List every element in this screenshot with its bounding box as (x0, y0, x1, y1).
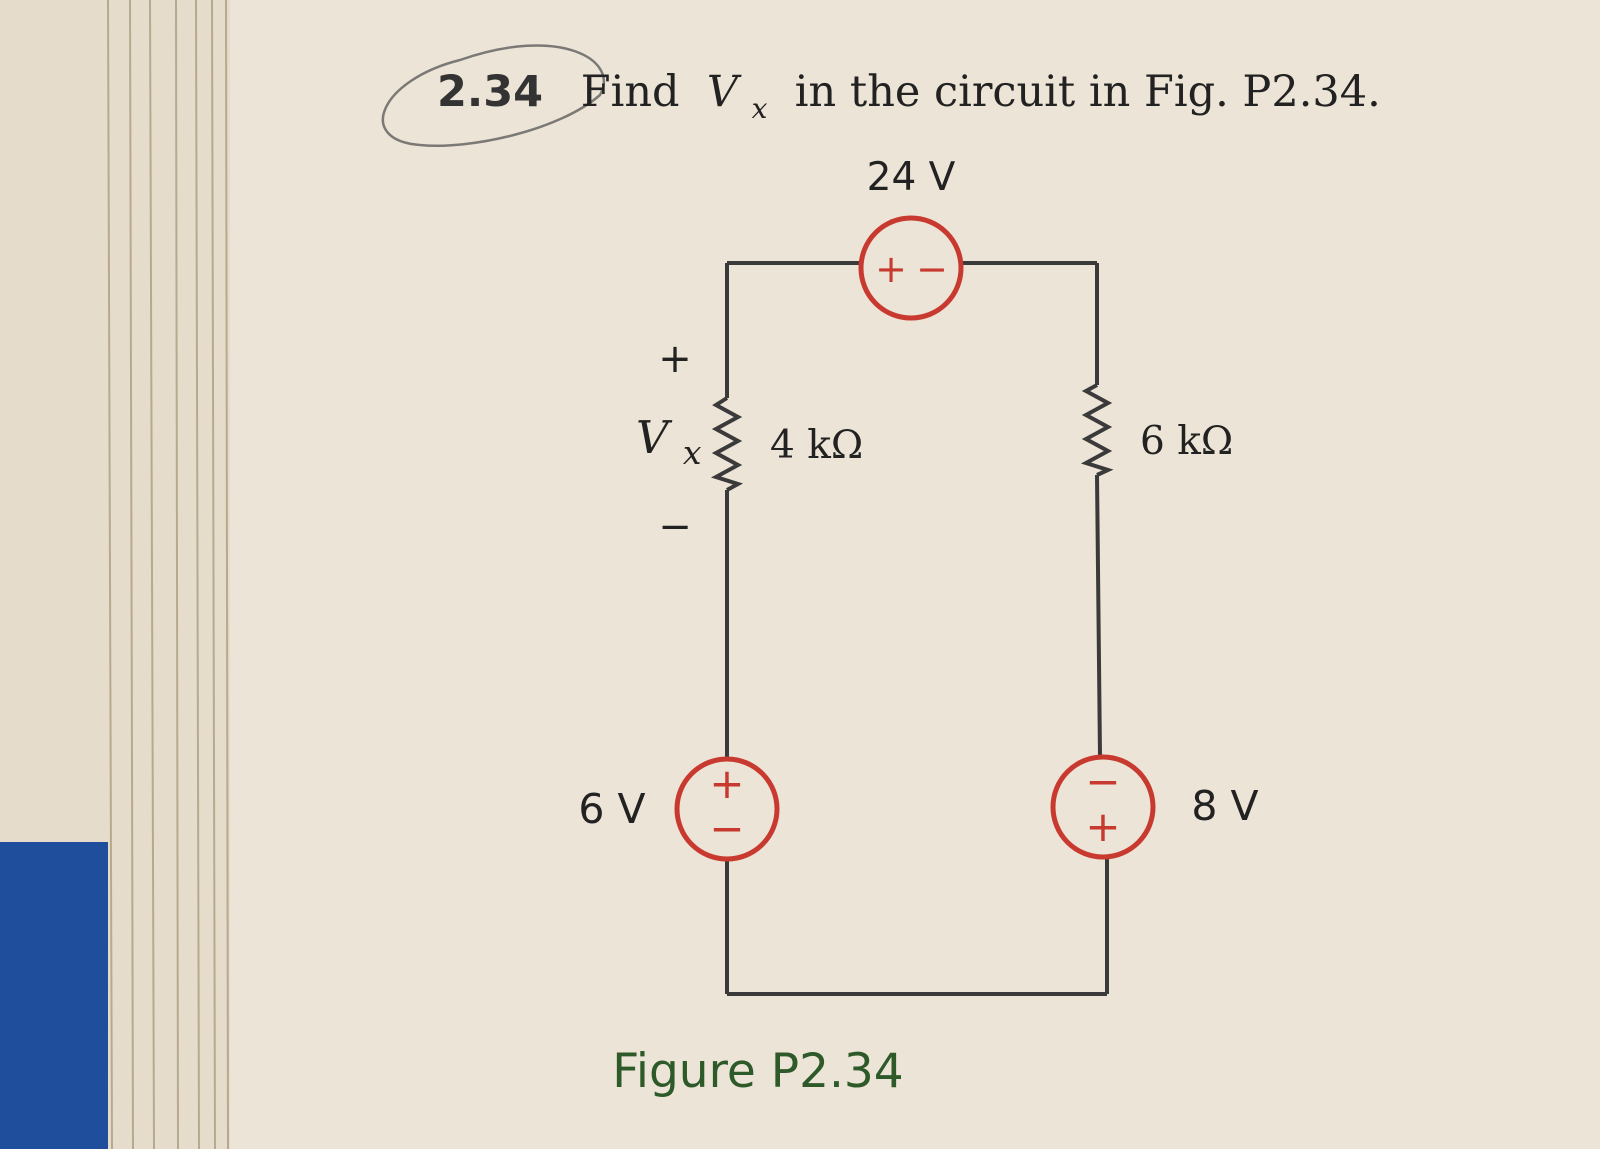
problem-variable: V (707, 67, 742, 117)
source-8v-circle (1050, 754, 1156, 860)
problem-text-end: in the circuit in Fig. P2.34. (781, 67, 1381, 117)
wire-right-middle (1095, 474, 1102, 758)
vx-label: V x (636, 411, 702, 472)
problem-variable-subscript: x (752, 92, 768, 125)
source-8v-minus: − (1085, 757, 1120, 806)
source-6v-minus: − (709, 804, 744, 853)
source-6v-circle (674, 756, 780, 862)
source-24v: + − (858, 215, 964, 321)
left-resistor-4k (710, 396, 744, 492)
blue-cover-edge (0, 842, 108, 1149)
right-resistor-label: 6 kΩ (1140, 419, 1233, 464)
figure-caption: Figure P2.34 (612, 1044, 903, 1099)
vx-label-subscript: x (683, 433, 702, 472)
vx-plus-sign: + (658, 336, 692, 382)
source-24v-label: 24 V (867, 155, 956, 200)
source-24v-plus: + (875, 247, 907, 291)
problem-number: 2.34 (437, 67, 543, 117)
vx-label-main: V (636, 411, 673, 464)
page-edges (107, 0, 229, 1149)
problem-statement: 2.34 Find V x in the circuit in Fig. P2.… (437, 67, 1381, 129)
source-8v: − + (1050, 754, 1156, 860)
pencil-circle-annotation (381, 44, 606, 147)
left-resistor-label: 4 kΩ (770, 423, 863, 468)
source-8v-label: 8 V (1191, 782, 1258, 830)
source-24v-circle (858, 215, 964, 321)
source-6v-plus: + (709, 759, 744, 808)
right-resistor-6k (1080, 383, 1114, 477)
source-24v-minus: − (916, 247, 948, 291)
problem-text-start: Find (581, 67, 693, 117)
vx-minus-sign: − (658, 504, 692, 550)
circuit-wires (725, 261, 1109, 996)
source-8v-plus: + (1085, 802, 1120, 851)
source-6v-label: 6 V (578, 785, 645, 833)
source-6v: + − (674, 756, 780, 862)
